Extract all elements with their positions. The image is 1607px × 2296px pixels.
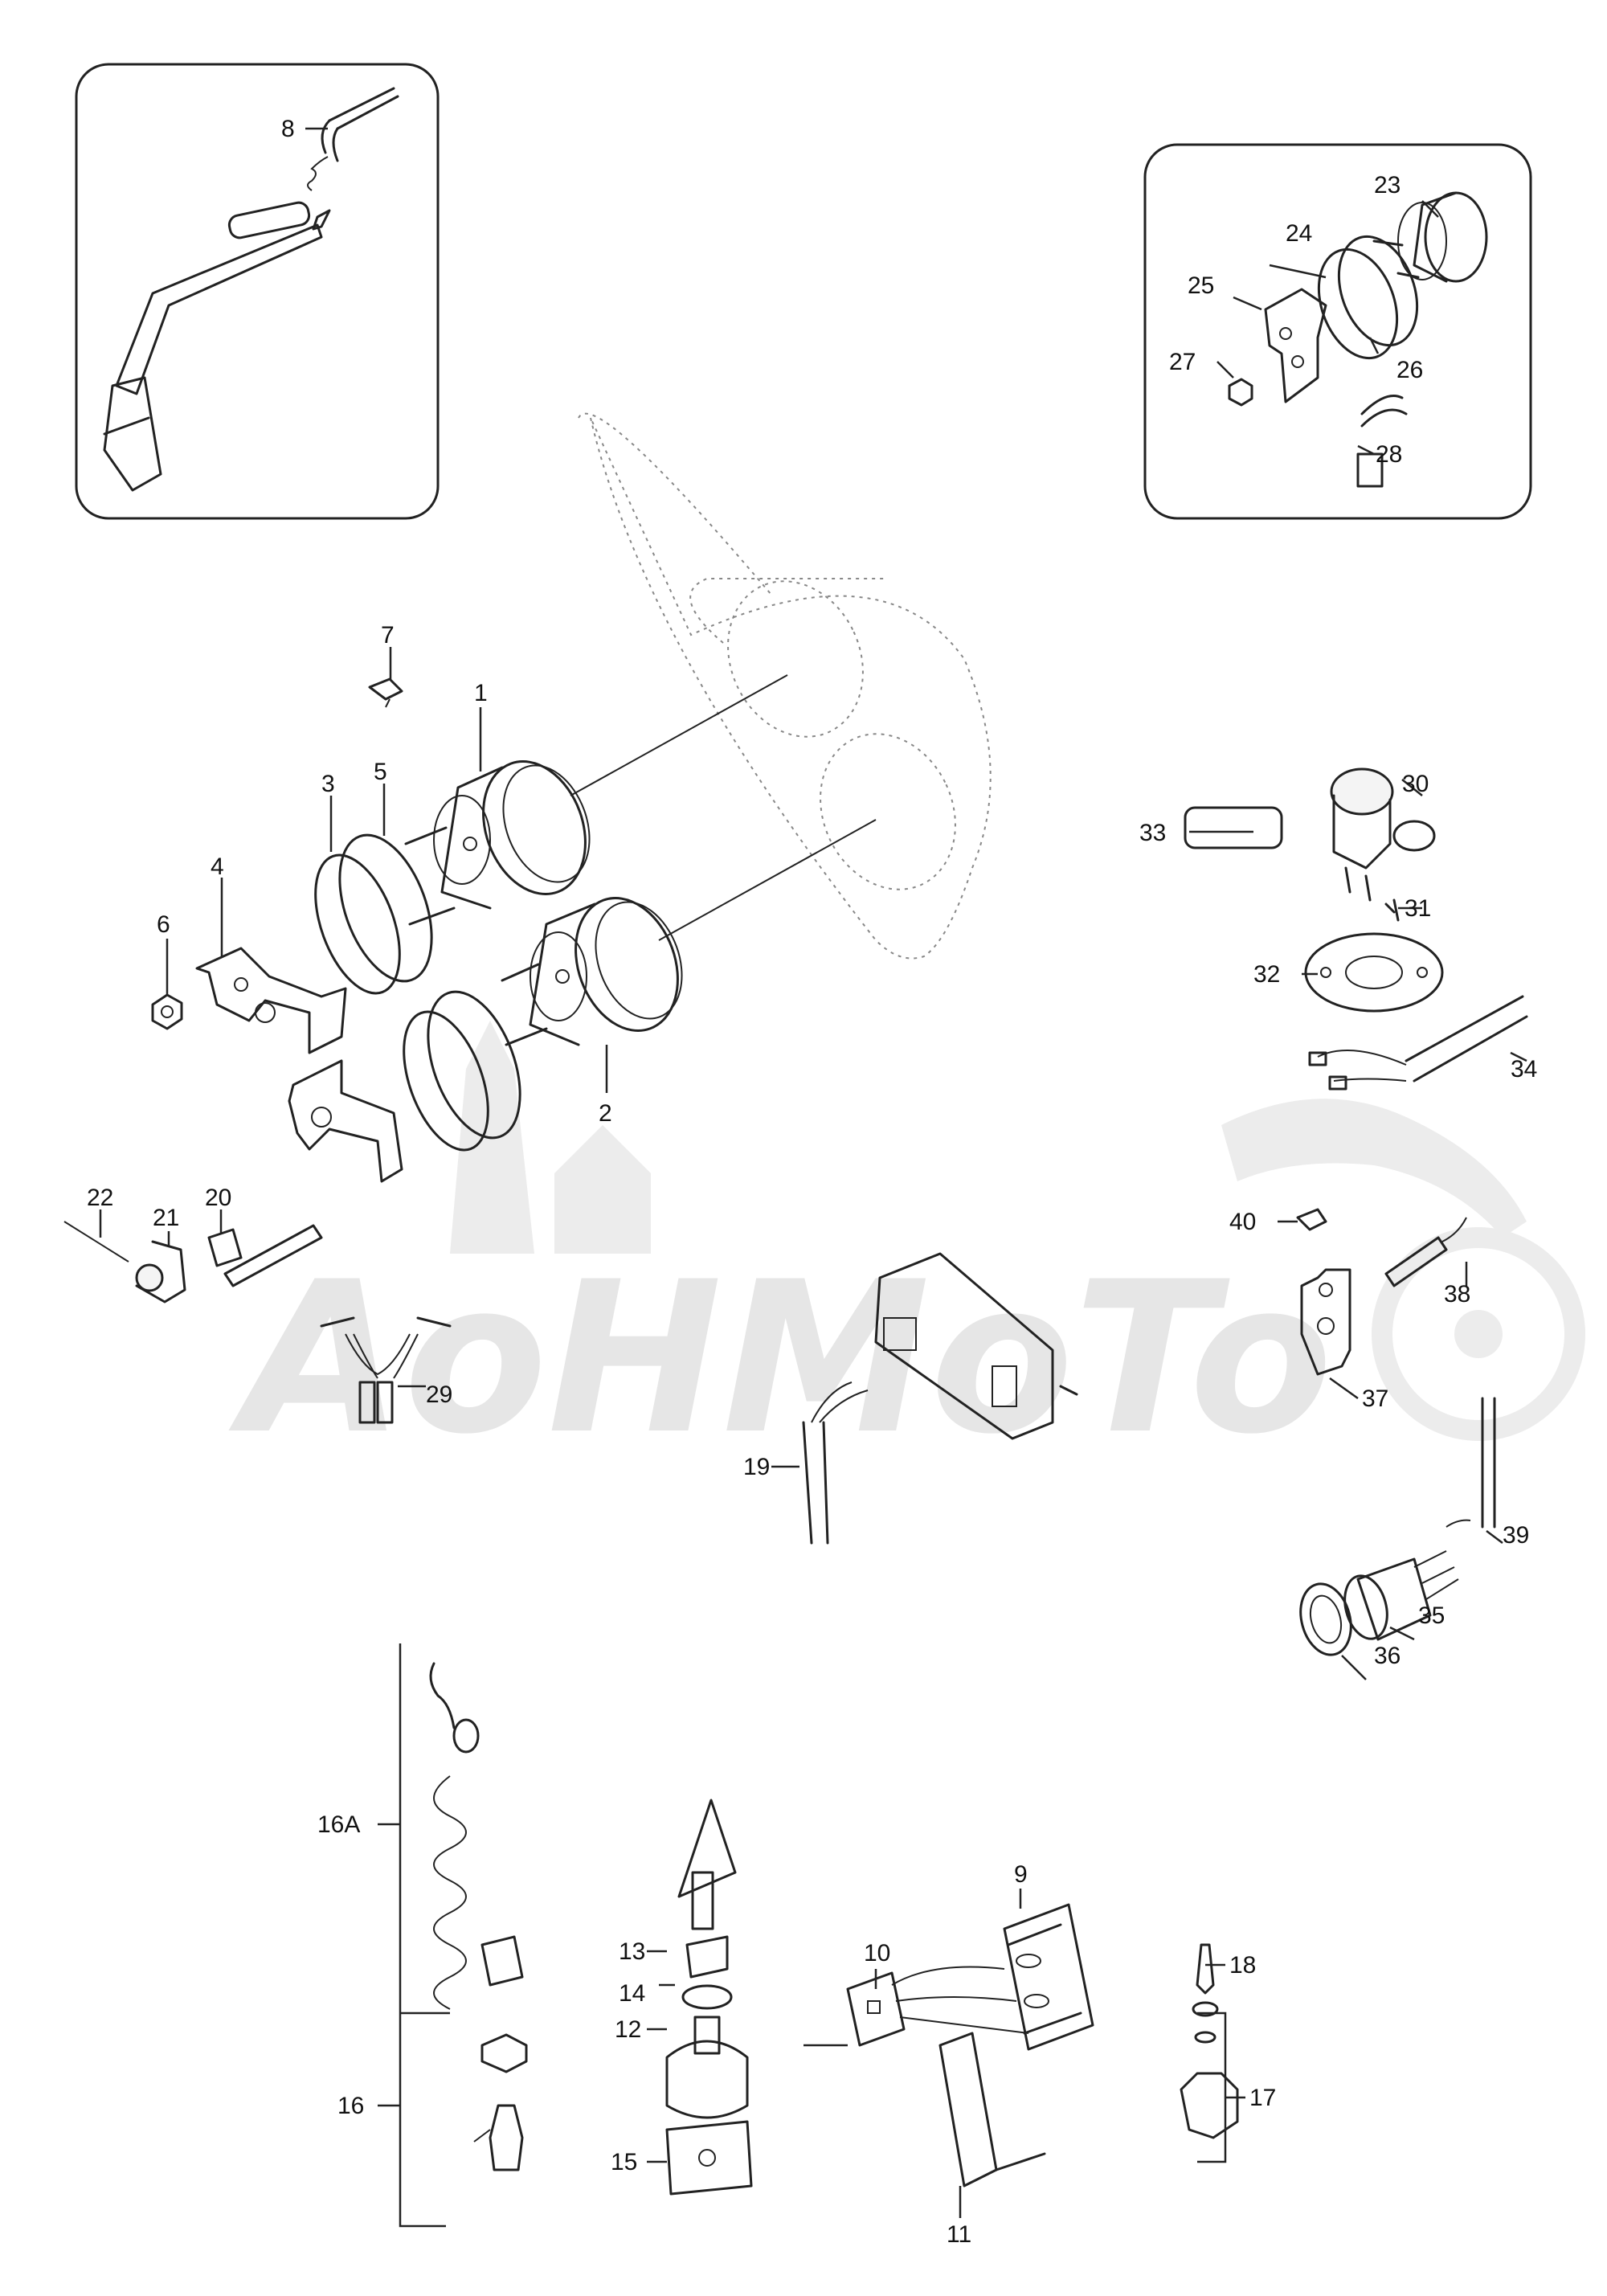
leader-lines xyxy=(99,127,1527,2228)
inset-gauge xyxy=(1143,143,1532,520)
gauge-2 xyxy=(501,897,683,1046)
callout-37: 37 xyxy=(1362,1385,1388,1412)
callout-1: 1 xyxy=(474,680,488,706)
callout-32: 32 xyxy=(1253,961,1280,988)
callout-28: 28 xyxy=(1376,441,1402,468)
callout-22: 22 xyxy=(87,1185,113,1211)
callout-29: 29 xyxy=(426,1381,452,1408)
socket-group xyxy=(1299,1550,1459,1656)
switch-panel xyxy=(802,1252,1078,1545)
callout-40: 40 xyxy=(1229,1209,1256,1235)
callout-12: 12 xyxy=(615,2016,641,2043)
ignition-switch-group xyxy=(665,1799,753,2196)
ignition-group xyxy=(1184,767,1528,1091)
callout-14: 14 xyxy=(619,1980,645,2007)
sensor-group xyxy=(1296,1208,1496,1529)
watermark: AoHMoTo xyxy=(226,1021,1585,1480)
callout-10: 10 xyxy=(864,1940,890,1967)
callout-27: 27 xyxy=(1169,349,1196,375)
callout-16: 16 xyxy=(337,2093,364,2119)
lanyard-group xyxy=(429,1662,528,2171)
callout-30: 30 xyxy=(1402,771,1429,797)
callout-34: 34 xyxy=(1511,1056,1537,1083)
callout-4: 4 xyxy=(211,853,224,880)
callout-15: 15 xyxy=(611,2149,637,2175)
callout-8: 8 xyxy=(281,116,295,142)
callout-5: 5 xyxy=(374,759,387,785)
callout-17: 17 xyxy=(1249,2085,1276,2111)
relay-group xyxy=(846,1903,1094,2188)
callout-33: 33 xyxy=(1139,820,1166,846)
watermark-text: AoHMoTo xyxy=(226,1238,1333,1480)
callout-20: 20 xyxy=(205,1185,231,1211)
inset-throttle xyxy=(75,63,440,520)
switch-17-group xyxy=(1180,1943,1239,2139)
callout-24: 24 xyxy=(1286,220,1312,247)
connector-29 xyxy=(320,1316,452,1424)
callout-7: 7 xyxy=(381,622,395,649)
callout-26: 26 xyxy=(1396,357,1423,383)
callout-2: 2 xyxy=(599,1100,612,1127)
callout-9: 9 xyxy=(1014,1861,1028,1888)
callout-3: 3 xyxy=(321,771,335,797)
callout-36: 36 xyxy=(1374,1643,1401,1669)
callout-25: 25 xyxy=(1188,272,1214,299)
callout-11: 11 xyxy=(947,2221,971,2248)
callout-38: 38 xyxy=(1444,1281,1470,1308)
callout-18: 18 xyxy=(1229,1952,1256,1979)
callout-19: 19 xyxy=(743,1454,770,1480)
callout-16a: 16A xyxy=(317,1811,360,1838)
callout-13: 13 xyxy=(619,1938,645,1965)
callout-35: 35 xyxy=(1418,1602,1445,1629)
callout-6: 6 xyxy=(157,911,170,938)
callout-labels: 8 7 1 3 5 4 6 2 22 21 20 29 19 23 24 25 … xyxy=(87,116,1537,2248)
callout-31: 31 xyxy=(1405,895,1431,922)
callout-39: 39 xyxy=(1503,1522,1529,1549)
callout-23: 23 xyxy=(1374,172,1401,198)
callout-21: 21 xyxy=(153,1205,179,1231)
gauge-1 xyxy=(404,760,591,926)
